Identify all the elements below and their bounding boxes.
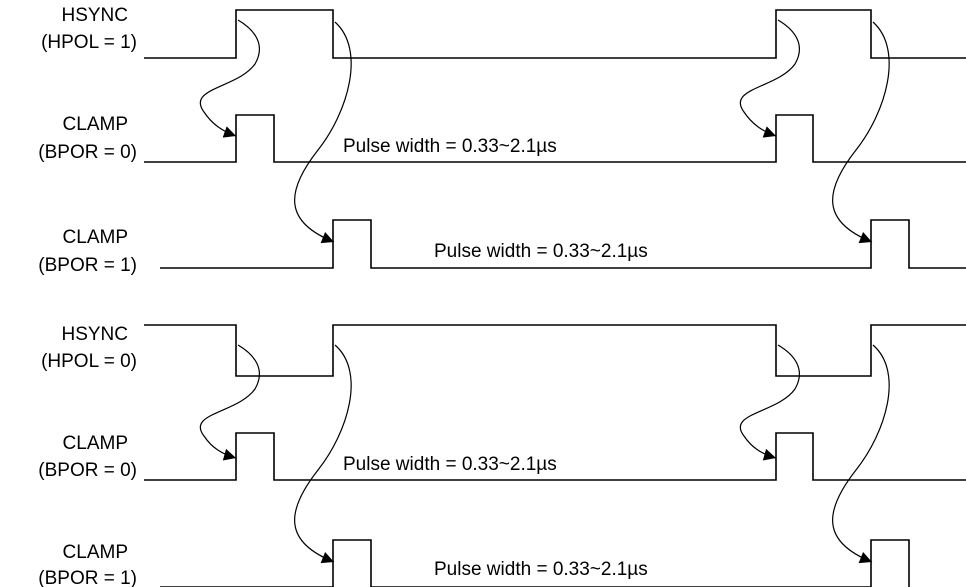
arrow-hsync-fall-to-clamp-bpor0-right (739, 344, 800, 461)
signal-condition: (HPOL = 0) (41, 351, 137, 372)
waveform-clamp-bpor0-bottom (144, 432, 966, 481)
signal-name: CLAMP (63, 114, 128, 135)
signal-name: CLAMP (63, 227, 128, 248)
pulse-width-label: Pulse width = 0.33~2.1µs (343, 454, 557, 475)
arrow-hsync-fall-to-clamp-bpor1-right (832, 21, 890, 244)
waveform-clamp-bpor1-top (160, 219, 966, 269)
signal-condition: (BPOR = 0) (38, 142, 137, 163)
waveform-hsync-hpol1 (144, 9, 966, 59)
signal-name: HSYNC (61, 5, 128, 26)
pulse-width-label: Pulse width = 0.33~2.1µs (434, 241, 648, 262)
arrow-hsync-fall-to-clamp-bpor1 (294, 21, 352, 244)
signal-label-clamp-bpor1-bottom: CLAMP (BPOR = 1) (38, 542, 137, 587)
signal-label-hsync-hpol1: HSYNC (HPOL = 1) (41, 5, 137, 53)
signal-label-clamp-bpor0-top: CLAMP (BPOR = 0) (38, 114, 137, 163)
signal-label-hsync-hpol0: HSYNC (HPOL = 0) (41, 324, 137, 372)
waveform-clamp-bpor0-top (144, 114, 966, 163)
waveform-clamp-bpor1-bottom (160, 539, 910, 587)
signal-name: CLAMP (63, 433, 128, 454)
arrow-hsync-rise-to-clamp-bpor1 (294, 344, 352, 564)
arrow-hsync-fall-to-clamp-bpor0 (199, 344, 260, 461)
signal-label-clamp-bpor1-top: CLAMP (BPOR = 1) (38, 227, 137, 276)
pulse-width-label: Pulse width = 0.33~2.1µs (343, 136, 557, 157)
signal-condition: (BPOR = 0) (38, 460, 137, 481)
arrow-hsync-rise-to-clamp-bpor0-right (739, 19, 800, 138)
pulse-width-label: Pulse width = 0.33~2.1µs (434, 559, 648, 580)
signal-name: HSYNC (61, 324, 128, 345)
signal-condition: (BPOR = 1) (38, 568, 137, 587)
signal-condition: (HPOL = 1) (41, 32, 137, 53)
waveform-hsync-hpol0 (144, 324, 966, 377)
arrow-hsync-rise-to-clamp-bpor1-right (832, 344, 890, 564)
arrow-hsync-rise-to-clamp-bpor0 (199, 19, 260, 138)
signal-condition: (BPOR = 1) (38, 255, 137, 276)
signal-name: CLAMP (63, 542, 128, 563)
signal-label-clamp-bpor0-bottom: CLAMP (BPOR = 0) (38, 433, 137, 481)
